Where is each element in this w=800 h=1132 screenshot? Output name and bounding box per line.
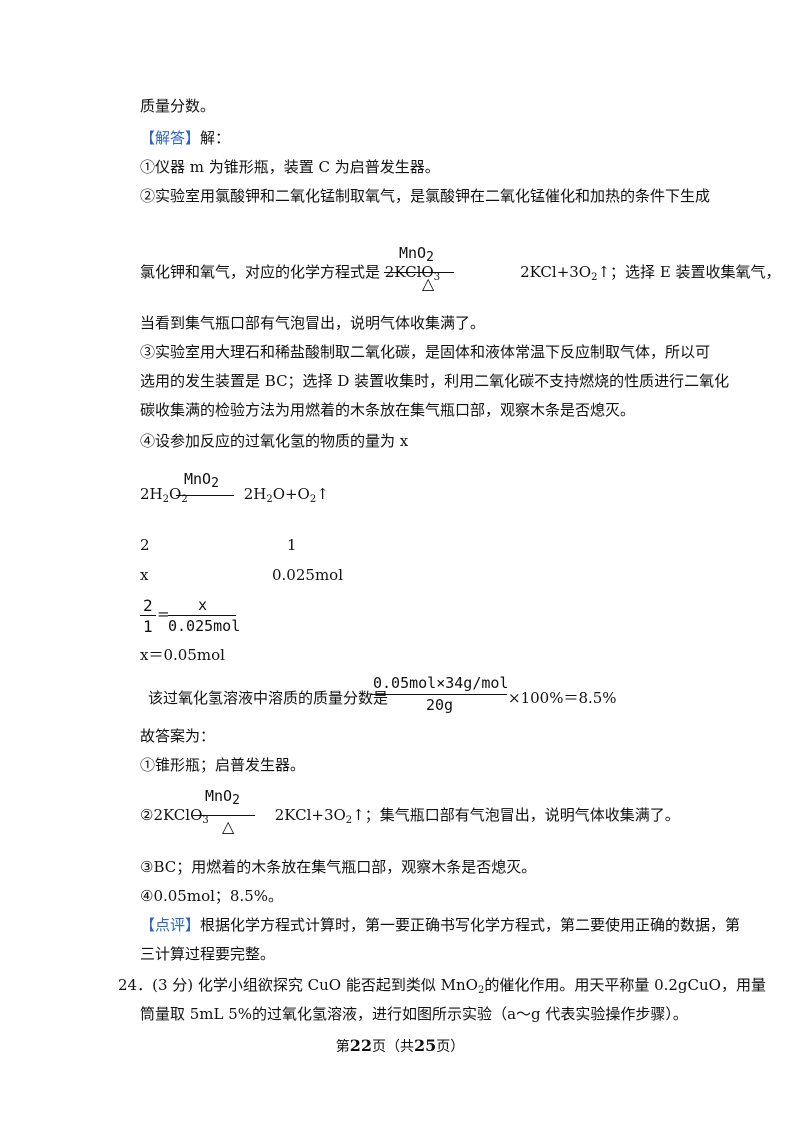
answer-label: 解： [200,129,231,147]
eq-sub: 3 [202,815,209,826]
text-line: 筒量取 5mL 5%的过氧化氢溶液，进行如图所示实验（a～g 代表实验操作步骤）… [140,1005,688,1023]
fraction-bar [371,694,507,695]
eq-text: ↑；集气瓶口部有气泡冒出，说明气体收集满了。 [352,806,680,824]
footer-text: 第 [335,1039,350,1055]
ratio-value: 2 [140,536,150,554]
eq-sub: 2 [309,494,317,505]
text-line: 当看到集气瓶口部有气泡冒出，说明气体收集满了。 [140,314,486,332]
fraction-denominator: 20g [426,696,454,714]
fraction-denominator: 1 [143,617,153,636]
text-line: ④0.05mol；8.5%。 [140,887,284,905]
answer-tag: 【解答】 [140,129,201,147]
equation-line: 氯化钾和氧气，对应的化学方程式是 2KClO3 2KCl+3O2↑；选择 E 装置… [140,262,781,283]
text-line: ③实验室用大理石和稀盐酸制取二氧化碳，是固体和液体常温下反应制取气体，所以可 [140,343,711,361]
heat-symbol: △ [222,817,235,836]
eq-text: 2H [243,485,267,503]
equals-sign: = [157,605,170,623]
page-footer: 第22页（共25页） [0,1036,800,1056]
text-line: 选用的发生装置是 BC；选择 D 装置收集时，利用二氧化碳不支持燃烧的性质进行二… [140,372,730,390]
eq-text: 氯化钾和氧气，对应的化学方程式是 2KClO [140,263,434,281]
catalyst-label: MnO2 [399,244,434,265]
eq-text: ↑；选择 E 装置收集氧气， [597,263,781,281]
answer-header: 【解答】解： [140,128,230,148]
fraction-denominator: 0.025mol [168,617,241,635]
text-line: ④设参加反应的过氧化氢的物质的量为 x [140,432,409,450]
equation-line: ②2KClO3 2KCl+3O2↑；集气瓶口部有气泡冒出，说明气体收集满了。 [140,805,680,826]
eq-text: 2KCl+3O [274,806,346,824]
fraction-bar [140,615,156,616]
comment-tag: 【点评】 [140,916,201,934]
q-text: 24．(3 分) 化学小组欲探究 CuO 能否起到类似 MnO [118,976,478,994]
comment-text: 根据化学方程式计算时，第一要正确书写化学方程式，第二要使用正确的数据，第 [200,916,741,934]
fraction-numerator: x [198,596,208,614]
catalyst-label: MnO2 [184,470,219,491]
q-sub: 2 [477,985,485,996]
ratio-value: 1 [287,536,297,554]
eq-text: O+O [272,485,310,503]
page-total: 25 [414,1036,437,1055]
heat-symbol: △ [422,274,435,293]
footer-text: 页） [436,1039,465,1055]
equation-bar [384,272,454,273]
fraction-bar [168,615,236,616]
page-number: 22 [349,1036,372,1055]
text-line: ②实验室用氯酸钾和二氧化锰制取氧气，是氯酸钾在二氧化锰催化和加热的条件下生成 [140,187,711,205]
equation-bar [176,495,234,496]
catalyst-label: MnO2 [205,787,240,808]
text-line: ③BC；用燃着的木条放在集气瓶口部，观察木条是否熄灭。 [140,858,537,876]
comment-line: 【点评】根据化学方程式计算时，第一要正确书写化学方程式，第二要使用正确的数据，第 [140,915,740,935]
fraction-numerator: 0.05mol×34g/mol [373,674,509,692]
eq-sub: 2 [266,494,273,505]
eq-text: ↑ [316,485,329,503]
eq-sub: 2 [591,272,598,283]
text-line: ①仪器 m 为锥形瓶，装置 C 为启普发生器。 [140,158,440,176]
question-24: 24．(3 分) 化学小组欲探究 CuO 能否起到类似 MnO2的催化作用。用天… [118,975,766,996]
text-line: 三计算过程要完整。 [140,945,276,963]
eq-sub: 2 [162,494,169,505]
equation-bar [193,815,255,816]
text-line: ①锥形瓶；启普发生器。 [140,756,306,774]
eq-sub: 2 [181,494,188,505]
fraction-numerator: 2 [143,596,153,615]
eq-sub: 2 [345,815,353,826]
ratio-value: 0.025mol [272,566,343,584]
mass-fraction-result: ×100%＝8.5% [508,689,617,707]
eq-text: O [169,485,182,503]
text-line: 故答案为： [140,727,216,745]
q-text: 的催化作用。用天平称量 0.2gCuO，用量 [484,976,766,994]
eq-text: 2KCl+3O [520,263,592,281]
ratio-value: x [140,566,149,584]
text-line: x＝0.05mol [140,646,225,664]
eq-text: ②2KClO [140,806,203,824]
mass-fraction-text: 该过氧化氢溶液中溶质的质量分数是 [148,689,389,707]
text-line: 碳收集满的检验方法为用燃着的木条放在集气瓶口部，观察木条是否熄灭。 [140,401,636,419]
footer-text: 页（共 [372,1039,414,1055]
text-line: 质量分数。 [140,97,216,115]
eq-text: 2H [140,485,163,503]
eq-sub: 3 [433,272,441,283]
